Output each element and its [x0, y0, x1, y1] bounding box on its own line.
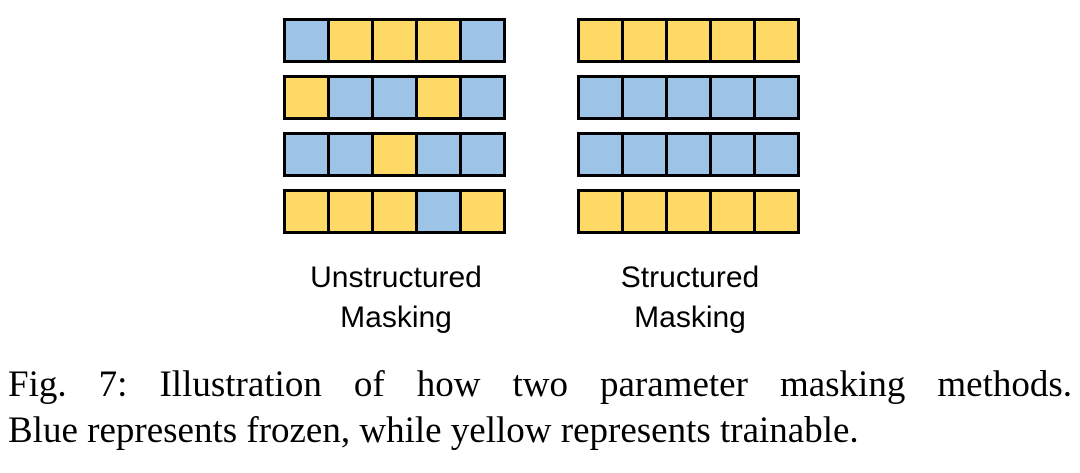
mask-row [577, 18, 800, 63]
frozen-cell [418, 192, 462, 231]
trainable-cell [330, 192, 374, 231]
trainable-cell [418, 78, 462, 117]
unstructured-mask-grid [283, 18, 506, 234]
structured-mask-grid [577, 18, 800, 234]
trainable-cell [580, 21, 624, 60]
trainable-cell [624, 192, 668, 231]
caption-line2: Blue represents frozen, while yellow rep… [8, 410, 859, 451]
trainable-cell [668, 21, 712, 60]
trainable-cell [712, 21, 756, 60]
frozen-cell [624, 78, 668, 117]
trainable-cell [712, 192, 756, 231]
mask-row [283, 75, 506, 120]
mask-row [577, 132, 800, 177]
trainable-cell [330, 21, 374, 60]
trainable-cell [418, 21, 462, 60]
frozen-cell [462, 21, 503, 60]
frozen-cell [374, 78, 418, 117]
structured-masking-label: Structured Masking [560, 258, 820, 338]
trainable-cell [286, 78, 330, 117]
structured-label-line2: Masking [634, 301, 746, 334]
frozen-cell [624, 135, 668, 174]
trainable-cell [668, 192, 712, 231]
unstructured-masking-label: Unstructured Masking [266, 258, 526, 338]
trainable-cell [624, 21, 668, 60]
unstructured-label-line2: Masking [340, 301, 452, 334]
mask-row [283, 132, 506, 177]
trainable-cell [374, 192, 418, 231]
frozen-cell [756, 78, 797, 117]
frozen-cell [712, 135, 756, 174]
frozen-cell [330, 78, 374, 117]
frozen-cell [286, 21, 330, 60]
mask-row [283, 18, 506, 63]
trainable-cell [462, 192, 503, 231]
frozen-cell [286, 135, 330, 174]
frozen-cell [580, 78, 624, 117]
mask-row [577, 75, 800, 120]
mask-row [577, 189, 800, 234]
trainable-cell [374, 135, 418, 174]
trainable-cell [756, 21, 797, 60]
trainable-cell [756, 192, 797, 231]
frozen-cell [462, 135, 503, 174]
figure-caption: Fig. 7: Illustration of how two paramete… [8, 362, 1072, 454]
frozen-cell [462, 78, 503, 117]
frozen-cell [330, 135, 374, 174]
unstructured-label-line1: Unstructured [310, 261, 482, 294]
mask-row [283, 189, 506, 234]
trainable-cell [286, 192, 330, 231]
frozen-cell [756, 135, 797, 174]
trainable-cell [374, 21, 418, 60]
trainable-cell [580, 192, 624, 231]
frozen-cell [580, 135, 624, 174]
frozen-cell [712, 78, 756, 117]
frozen-cell [668, 135, 712, 174]
caption-line1: Fig. 7: Illustration of how two paramete… [8, 364, 1072, 405]
frozen-cell [418, 135, 462, 174]
frozen-cell [668, 78, 712, 117]
structured-label-line1: Structured [620, 261, 760, 294]
